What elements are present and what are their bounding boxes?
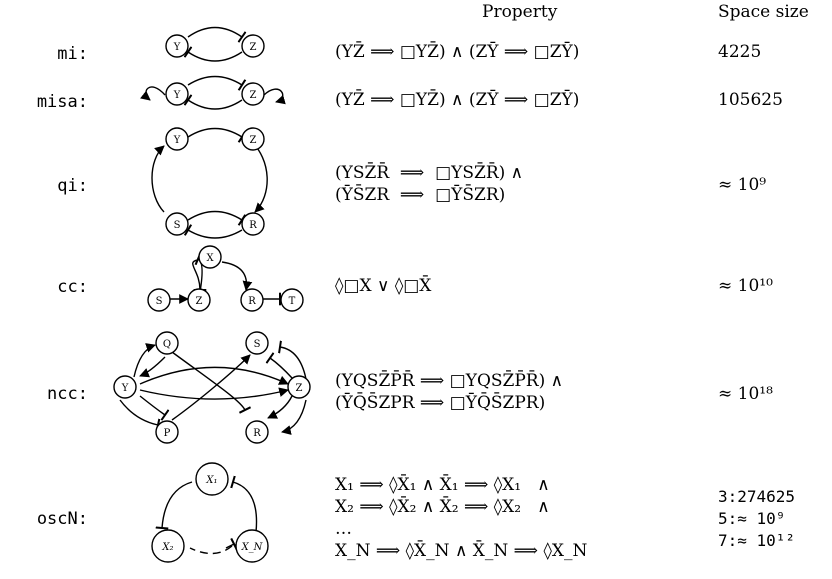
row-name-mi: mi: — [57, 44, 88, 64]
node-cc-S: S — [156, 296, 163, 307]
diagram-oscN — [155, 475, 258, 555]
node-qi-S: S — [174, 220, 181, 231]
row-name-ncc: ncc: — [47, 384, 88, 404]
header-property: Property — [482, 2, 558, 22]
row-name-oscN: oscN: — [36, 509, 88, 529]
node-cc-R: R — [248, 296, 256, 307]
property-oscN-2: X₂ ⟹ ◊X̄₂ ∧ X̄₂ ⟹ ◊X₂ ∧ — [335, 497, 550, 517]
node-misa-Z: Z — [250, 90, 257, 101]
property-oscN-1: X₁ ⟹ ◊X̄₁ ∧ X̄₁ ⟹ ◊X₁ ∧ — [335, 475, 550, 495]
size-mi: 4225 — [718, 42, 762, 62]
diagram-cc — [170, 252, 282, 306]
property-qi-2: (ȲS̄ZR ⟹ □ȲS̄ZR) — [335, 185, 506, 205]
node-osc-X1: X₁ — [205, 475, 217, 486]
node-ncc-S: S — [254, 339, 261, 350]
node-mi-Z: Z — [250, 42, 257, 53]
property-ncc-2: (ȲQ̄S̄ZPR ⟹ □ȲQ̄S̄ZPR) — [335, 393, 546, 413]
property-ncc-1: (YQSZ̄P̄R̄ ⟹ □YQSZ̄P̄R̄) ∧ — [335, 371, 564, 391]
size-oscN-7: 7:≈ 10¹² — [718, 531, 796, 550]
size-ncc: ≈ 10¹⁸ — [718, 384, 773, 404]
property-misa: (YZ̄ ⟹ □YZ̄) ∧ (ZȲ ⟹ □ZȲ) — [335, 90, 580, 110]
header-space-size: Space size — [718, 2, 809, 22]
node-ncc-Y: Y — [121, 383, 129, 394]
row-name-cc: cc: — [57, 277, 88, 297]
node-cc-T: T — [289, 296, 296, 307]
node-osc-XN: X_N — [241, 542, 264, 553]
property-oscN-4: X_N ⟹ ◊X̄_N ∧ X̄_N ⟹ ◊X_N — [335, 541, 588, 561]
node-cc-Z: Z — [196, 296, 203, 307]
node-cc-X: X — [206, 253, 214, 264]
node-ncc-R: R — [253, 428, 261, 439]
diagram-misa — [140, 75, 286, 110]
node-osc-X2: X₂ — [161, 542, 173, 553]
diagram-ncc — [119, 340, 307, 435]
property-oscN-3: … — [335, 519, 352, 539]
node-qi-Z: Z — [250, 135, 257, 146]
node-mi-Y: Y — [173, 42, 181, 53]
size-qi: ≈ 10⁹ — [718, 175, 767, 195]
size-oscN-5: 5:≈ 10⁹ — [718, 509, 786, 528]
property-mi: (YZ̄ ⟹ □YZ̄) ∧ (ZȲ ⟹ □ZȲ) — [335, 42, 580, 62]
size-misa: 105625 — [718, 90, 783, 110]
node-qi-R: R — [249, 220, 257, 231]
size-cc: ≈ 10¹⁰ — [718, 276, 773, 296]
row-name-misa: misa: — [36, 92, 88, 112]
property-cc: ◊□X ∨ ◊□X̄ — [335, 276, 432, 296]
node-misa-Y: Y — [173, 90, 181, 101]
node-ncc-Q: Q — [163, 339, 171, 350]
size-oscN-3: 3:274625 — [718, 487, 796, 506]
property-qi-1: (YSZ̄R̄ ⟹ □YSZ̄R̄) ∧ — [335, 163, 524, 183]
node-ncc-P: P — [164, 428, 171, 439]
node-ncc-Z: Z — [296, 383, 303, 394]
node-qi-Y: Y — [173, 135, 181, 146]
row-name-qi: qi: — [57, 176, 88, 196]
diagram-mi — [183, 26, 247, 62]
